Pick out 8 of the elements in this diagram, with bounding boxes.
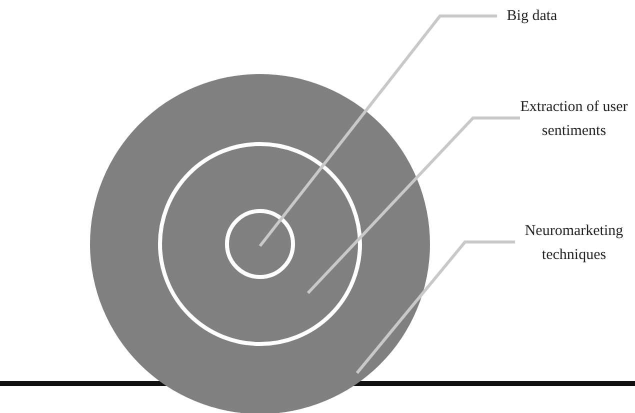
leader-line <box>306 116 520 294</box>
label-text: Big data <box>497 4 567 28</box>
label-text: Neuromarketing techniques <box>515 219 633 267</box>
leader-line <box>356 240 515 374</box>
leader-line <box>258 14 497 247</box>
label-text: Extraction of user sentiments <box>520 95 628 143</box>
middle-ring <box>158 142 362 346</box>
inner-ring <box>225 209 295 279</box>
